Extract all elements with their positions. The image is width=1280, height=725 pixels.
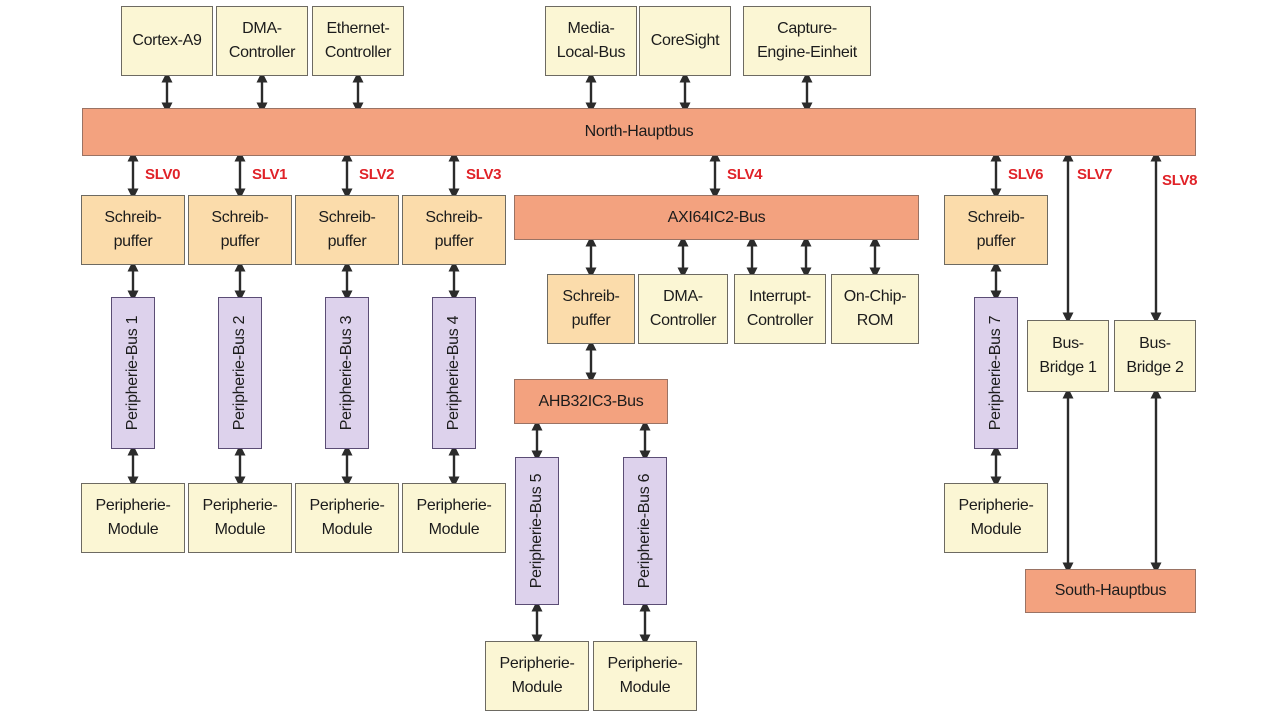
peripheral-bus-1-label: Peripherie-Bus 1	[124, 315, 141, 431]
axi64ic2-bus: AXI64IC2-Bus	[514, 195, 919, 240]
slv2-label: SLV2	[359, 166, 395, 183]
peripheral-module-4: Peripherie- Module	[402, 483, 506, 553]
peripheral-bus-3-label: Peripherie-Bus 3	[338, 315, 355, 431]
write-buffer-axi-label: Schreib- puffer	[562, 288, 620, 329]
peripheral-bus-6-label: Peripherie-Bus 6	[636, 473, 653, 589]
peripheral-module-1-label: Peripherie- Module	[95, 497, 171, 538]
cortex-a9-box: Cortex-A9	[121, 6, 213, 76]
write-buffer-3: Schreib- puffer	[295, 195, 399, 265]
on-chip-rom-label: On-Chip- ROM	[843, 288, 907, 329]
peripheral-module-1: Peripherie- Module	[81, 483, 185, 553]
media-local-bus-label: Media- Local-Bus	[556, 20, 626, 61]
slv0-label: SLV0	[145, 166, 181, 183]
south-hauptbus: South-Hauptbus	[1025, 569, 1196, 613]
write-buffer-4-label: Schreib- puffer	[425, 209, 483, 250]
peripheral-bus-1: Peripherie-Bus 1	[111, 297, 155, 449]
slv7-label: SLV7	[1077, 166, 1113, 183]
dma-controller-axi-box: DMA- Controller	[638, 274, 728, 344]
peripheral-bus-7-label: Peripherie-Bus 7	[987, 315, 1004, 431]
peripheral-module-3: Peripherie- Module	[295, 483, 399, 553]
south-hauptbus-label: South-Hauptbus	[1054, 582, 1167, 599]
north-hauptbus-label: North-Hauptbus	[584, 123, 694, 140]
bus-bridge-2: Bus- Bridge 2	[1114, 320, 1196, 392]
write-buffer-4: Schreib- puffer	[402, 195, 506, 265]
write-buffer-2-label: Schreib- puffer	[211, 209, 269, 250]
bus-bridge-2-label: Bus- Bridge 2	[1126, 335, 1184, 376]
dma-controller-axi-label: DMA- Controller	[649, 288, 717, 329]
axi64ic2-bus-label: AXI64IC2-Bus	[667, 208, 766, 226]
peripheral-module-6-label: Peripherie- Module	[607, 655, 683, 696]
coresight-box: CoreSight	[639, 6, 731, 76]
north-hauptbus: North-Hauptbus	[82, 108, 1196, 156]
slv1-label: SLV1	[252, 166, 288, 183]
on-chip-rom-box: On-Chip- ROM	[831, 274, 919, 344]
coresight-label: CoreSight	[650, 32, 720, 49]
dma-controller-top-label: DMA- Controller	[228, 20, 296, 61]
slv8-label: SLV8	[1162, 172, 1198, 189]
peripheral-module-3-label: Peripherie- Module	[309, 497, 385, 538]
peripheral-bus-3: Peripherie-Bus 3	[325, 297, 369, 449]
peripheral-bus-7: Peripherie-Bus 7	[974, 297, 1018, 449]
write-buffer-7: Schreib- puffer	[944, 195, 1048, 265]
peripheral-bus-4-label: Peripherie-Bus 4	[445, 315, 462, 431]
peripheral-bus-2-label: Peripherie-Bus 2	[231, 315, 248, 431]
slv3-label: SLV3	[466, 166, 502, 183]
interrupt-controller-label: Interrupt- Controller	[746, 288, 814, 329]
capture-engine-label: Capture- Engine-Einheit	[757, 20, 857, 61]
peripheral-module-5-label: Peripherie- Module	[499, 655, 575, 696]
peripheral-module-5: Peripherie- Module	[485, 641, 589, 711]
ahb32ic3-bus-label: AHB32IC3-Bus	[538, 392, 644, 410]
bus-bridge-1-label: Bus- Bridge 1	[1039, 335, 1097, 376]
dma-controller-top-box: DMA- Controller	[216, 6, 308, 76]
peripheral-bus-5-label: Peripherie-Bus 5	[528, 473, 545, 589]
write-buffer-2: Schreib- puffer	[188, 195, 292, 265]
peripheral-module-7: Peripherie- Module	[944, 483, 1048, 553]
peripheral-module-2: Peripherie- Module	[188, 483, 292, 553]
peripheral-module-2-label: Peripherie- Module	[202, 497, 278, 538]
capture-engine-box: Capture- Engine-Einheit	[743, 6, 871, 76]
ethernet-controller-label: Ethernet- Controller	[324, 20, 392, 61]
peripheral-bus-6: Peripherie-Bus 6	[623, 457, 667, 605]
write-buffer-axi: Schreib- puffer	[547, 274, 635, 344]
peripheral-module-7-label: Peripherie- Module	[958, 497, 1034, 538]
peripheral-module-4-label: Peripherie- Module	[416, 497, 492, 538]
ahb32ic3-bus: AHB32IC3-Bus	[514, 379, 668, 424]
write-buffer-7-label: Schreib- puffer	[967, 209, 1025, 250]
slv6-label: SLV6	[1008, 166, 1044, 183]
write-buffer-1: Schreib- puffer	[81, 195, 185, 265]
peripheral-bus-2: Peripherie-Bus 2	[218, 297, 262, 449]
write-buffer-3-label: Schreib- puffer	[318, 209, 376, 250]
interrupt-controller-box: Interrupt- Controller	[734, 274, 826, 344]
cortex-a9-label: Cortex-A9	[132, 32, 202, 49]
bus-bridge-1: Bus- Bridge 1	[1027, 320, 1109, 392]
slv4-label: SLV4	[727, 166, 763, 183]
peripheral-bus-5: Peripherie-Bus 5	[515, 457, 559, 605]
peripheral-module-6: Peripherie- Module	[593, 641, 697, 711]
media-local-bus-box: Media- Local-Bus	[545, 6, 637, 76]
write-buffer-1-label: Schreib- puffer	[104, 209, 162, 250]
ethernet-controller-box: Ethernet- Controller	[312, 6, 404, 76]
peripheral-bus-4: Peripherie-Bus 4	[432, 297, 476, 449]
